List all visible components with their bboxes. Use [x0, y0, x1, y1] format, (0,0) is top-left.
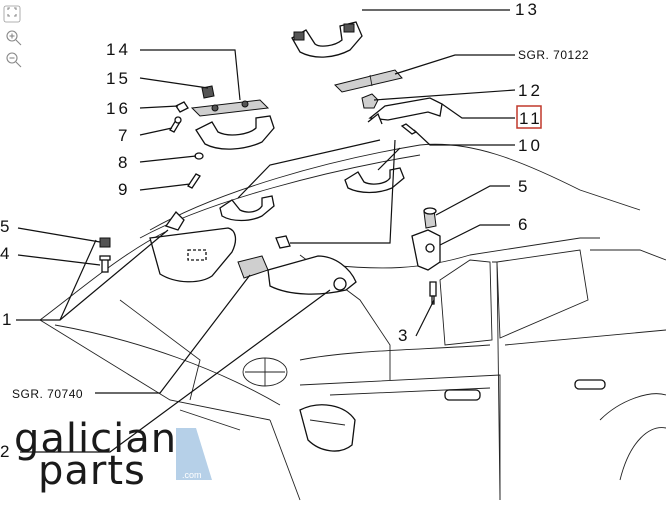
galicianparts-logo: galician parts .com: [14, 416, 212, 494]
callout-16: 16: [106, 99, 131, 118]
part-left-sun-visor: [149, 210, 237, 283]
part-9-screw: [187, 173, 201, 189]
expand-icon[interactable]: [3, 5, 21, 23]
part-3-screw: [429, 281, 437, 305]
callout-1: 1: [2, 310, 14, 329]
callout-4: 4: [0, 244, 12, 263]
logo-suffix: .com: [182, 470, 202, 480]
part-8-washer: [194, 152, 204, 160]
callout-9: 9: [118, 180, 130, 199]
zoom-in-icon[interactable]: [6, 30, 22, 46]
part-6-bracket: [411, 229, 441, 271]
callout-5-left: 5: [0, 217, 12, 236]
part-5-left-bolt: [99, 237, 111, 248]
callout-7: 7: [118, 126, 130, 145]
part-roof-handle-left: [219, 195, 275, 222]
callout-8: 8: [118, 153, 130, 172]
part-7-screw: [169, 116, 182, 133]
part-15-clip: [201, 85, 215, 99]
callout-11[interactable]: 11: [519, 109, 543, 128]
part-grab-handle-left: [195, 115, 275, 150]
callout-14: 14: [106, 40, 131, 59]
part-vanity-mirror: [237, 255, 269, 279]
car-body: [39, 143, 666, 501]
logo-line2: parts: [38, 448, 146, 494]
part-5-right-plug: [423, 207, 437, 229]
zoom-out-icon[interactable]: [6, 52, 22, 68]
ref-sgr-70122: SGR. 70122: [518, 48, 589, 62]
callout-2: 2: [0, 442, 12, 461]
part-13-grab-handle: [291, 21, 363, 58]
leader-handles: [237, 139, 401, 199]
part-sgr-70122-plate: [334, 69, 403, 93]
callout-6: 6: [518, 215, 530, 234]
part-roof-handle-right: [344, 167, 405, 194]
part-14-base-plate: [190, 99, 270, 117]
ref-sgr-70740: SGR. 70740: [12, 387, 83, 401]
logo-line1: galician: [14, 416, 177, 462]
leader-lines: [16, 9, 516, 453]
callout-12: 12: [518, 81, 543, 100]
part-16-clip: [175, 101, 189, 113]
callout-3: 3: [398, 326, 410, 345]
callout-11-highlight-box: [516, 105, 542, 129]
logo-accent-shape: [176, 428, 212, 480]
callout-15: 15: [106, 69, 131, 88]
part-right-sun-visor: [267, 235, 357, 295]
part-12-nut: [361, 93, 379, 109]
callout-13: 13: [515, 0, 540, 19]
part-4-left-bolt: [99, 255, 111, 273]
part-10-screw: [400, 123, 418, 135]
callout-10: 10: [518, 136, 543, 155]
callout-5-right: 5: [518, 177, 530, 196]
part-11-grab-handle: [367, 97, 443, 125]
